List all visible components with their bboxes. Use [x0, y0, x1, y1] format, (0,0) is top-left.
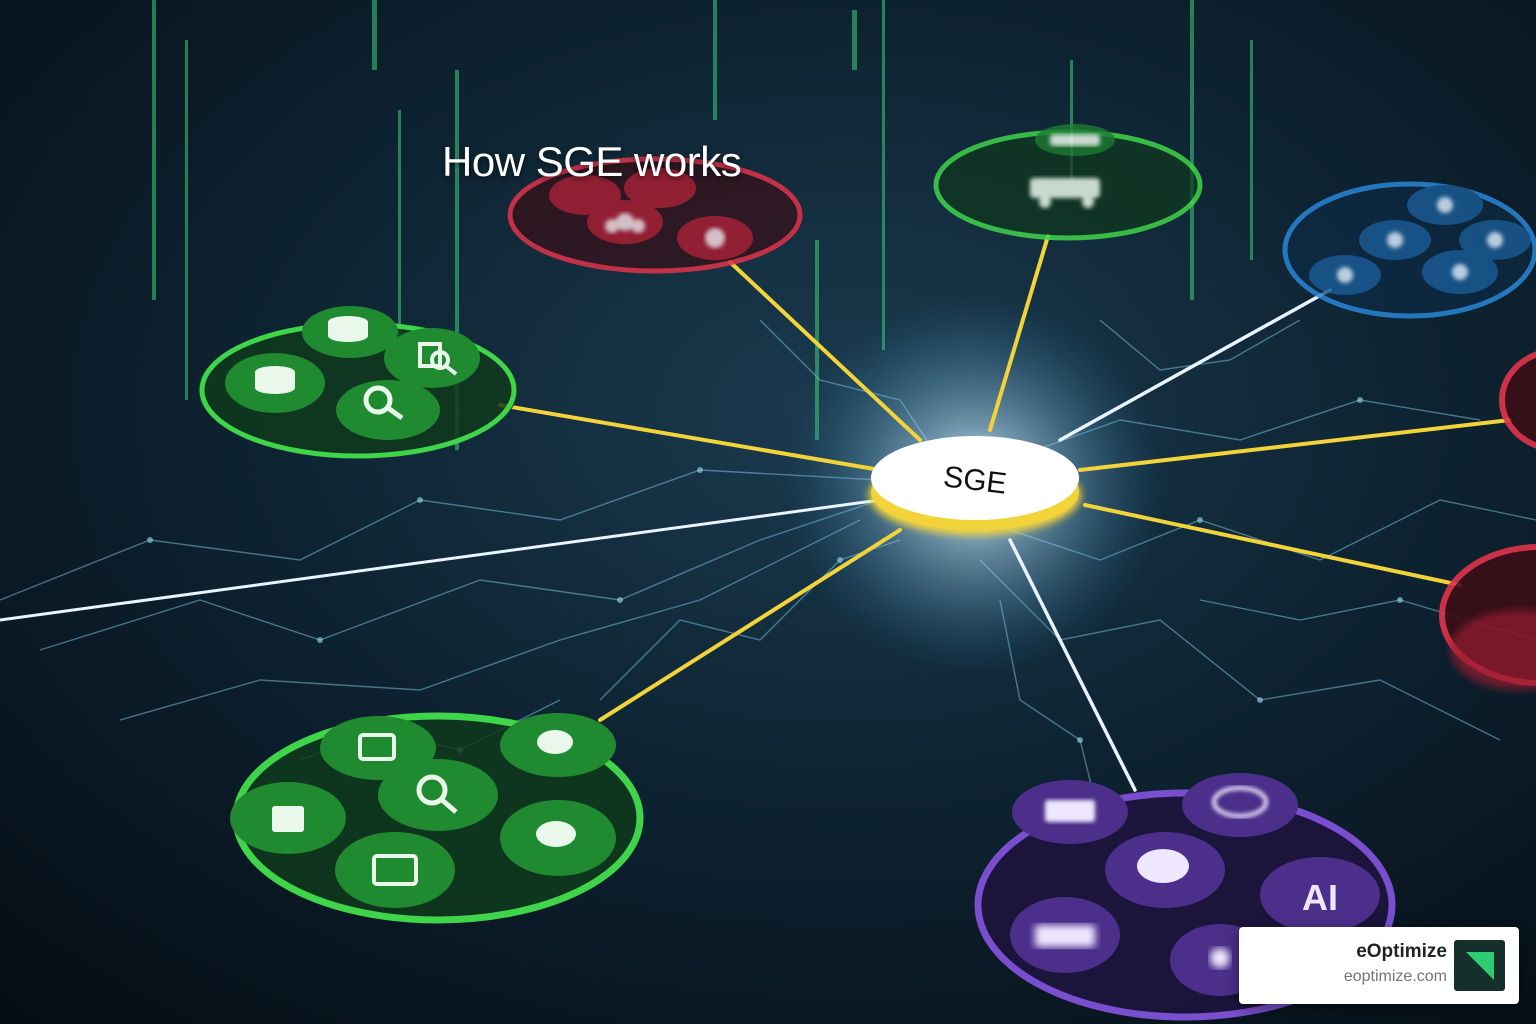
truck-icon [1030, 178, 1100, 208]
connector-to-left-edge [0, 498, 882, 622]
image-icon [358, 733, 396, 761]
connector-to-blue-cluster [1058, 288, 1332, 442]
cloud-icon [605, 213, 645, 233]
circuit-nodes [147, 397, 1403, 753]
brand-name: eOptimize [1356, 941, 1447, 962]
connector-to-data-search-cluster [498, 403, 882, 472]
sge-hub: SGE [869, 436, 1081, 535]
right-red-cluster-upper [1499, 351, 1536, 449]
connector-to-top-green-cluster [988, 234, 1050, 432]
database-icon [255, 366, 295, 394]
brand-domain: eoptimize.com [1343, 968, 1447, 985]
chat-bubble-icon [536, 821, 576, 847]
document-icon [272, 806, 304, 832]
data-search-cluster [198, 306, 518, 459]
gear-icon [1487, 232, 1503, 248]
ai-text-icon: AI [1302, 877, 1338, 918]
chat-bubble-icon [1137, 849, 1189, 883]
connector-lines [0, 234, 1512, 792]
search-document-icon [418, 342, 458, 376]
page-title: How SGE works [442, 138, 742, 185]
connector-to-bottom-green-cluster [598, 528, 902, 722]
brand-badge[interactable]: eOptimize eoptimize.com [1239, 927, 1519, 1004]
bottom-purple-cluster: AI [974, 773, 1396, 1021]
ai-badge-icon [1212, 786, 1268, 818]
chat-bubble-icon [537, 730, 573, 754]
graph-icon [1045, 800, 1095, 822]
bottom-green-cluster [230, 712, 644, 924]
connector-to-bottom-purple-cluster [1008, 538, 1137, 792]
chat-icon [1452, 264, 1468, 280]
top-green-cluster [933, 124, 1203, 241]
connector-to-top-red-cluster [728, 260, 922, 442]
gear-icon [1337, 267, 1353, 283]
car-icon [1050, 134, 1100, 146]
chat-icon [1387, 232, 1403, 248]
digital-rain [152, 0, 1253, 450]
magnifier-icon [363, 385, 404, 421]
screen-icon [372, 854, 418, 886]
circle-icon [1210, 948, 1230, 968]
right-red-cluster-lower [1439, 544, 1536, 690]
gear-icon [1437, 197, 1453, 213]
database-icon [328, 316, 368, 342]
connector-to-right-red-upper [1078, 418, 1512, 472]
magnifier-icon [416, 774, 458, 814]
top-right-blue-cluster [1282, 181, 1536, 319]
gear-icon [705, 228, 725, 248]
eoptimize-logo-icon [1454, 940, 1505, 991]
connector-to-right-red-lower [1083, 503, 1462, 587]
hub-label: SGE [941, 460, 1008, 500]
graph-icon [1035, 925, 1095, 947]
top-red-cluster [507, 156, 803, 274]
